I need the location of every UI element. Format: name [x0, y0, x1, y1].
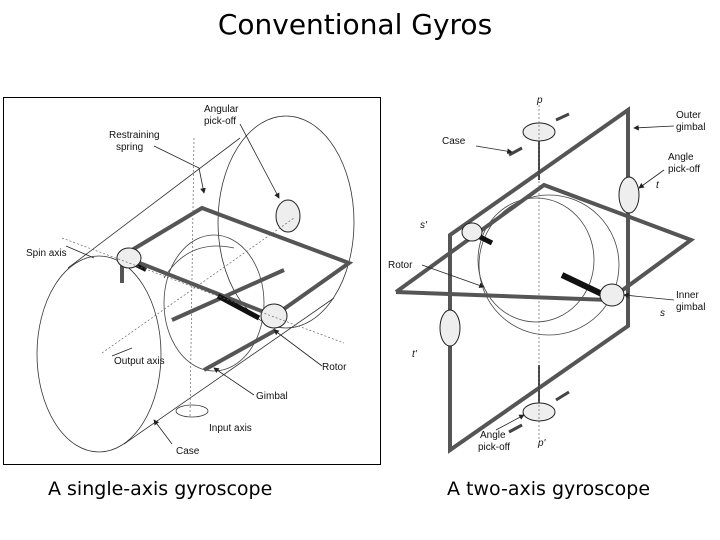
spin-shaft	[216, 293, 261, 321]
label-spin-axis: Spin axis	[26, 248, 67, 259]
axes-dashed	[61, 137, 345, 417]
two-axis-gyro-diagram: p Case Outer gimbal Angle pick-off t s' …	[384, 90, 714, 462]
label-output-axis: Output axis	[114, 356, 165, 367]
label-gimbal: Gimbal	[256, 391, 288, 402]
label-case: Case	[176, 446, 200, 457]
label-outer-gimbal-2: gimbal	[676, 122, 705, 133]
label-restraining-spring-1: Restraining	[109, 130, 160, 141]
label-rotor: Rotor	[388, 260, 413, 271]
spin-shaft	[560, 272, 606, 298]
label-rotor: Rotor	[322, 362, 347, 373]
label-angular-pickoff-2: pick-off	[204, 116, 236, 127]
gimbal-frame	[117, 205, 354, 372]
leader-lines	[65, 123, 323, 445]
label-angle-pickoff-top-2: pick-off	[668, 164, 700, 175]
label-t-prime: t'	[412, 349, 418, 360]
label-restraining-spring-2: spring	[116, 142, 143, 153]
label-angular-pickoff-1: Angular	[204, 104, 239, 115]
outer-gimbal	[448, 106, 630, 454]
label-outer-gimbal-1: Outer	[676, 110, 702, 121]
label-s-prime: s'	[420, 220, 428, 231]
label-case: Case	[442, 136, 466, 147]
label-inner-gimbal-2: gimbal	[676, 302, 705, 313]
label-angle-pickoff-bottom-1: Angle	[480, 430, 506, 441]
leader-lines	[421, 124, 675, 431]
label-s: s	[660, 308, 665, 319]
input-axis-ring	[175, 404, 209, 418]
rotor-body	[477, 194, 620, 336]
bearings	[116, 199, 301, 329]
label-p: p	[536, 95, 543, 106]
slide-title: Conventional Gyros	[217, 8, 493, 41]
label-angle-pickoff-top-1: Angle	[668, 152, 694, 163]
two-axis-gyro-drawing: p Case Outer gimbal Angle pick-off t s' …	[388, 95, 705, 454]
caption-single-axis: A single-axis gyroscope	[48, 478, 273, 500]
label-input-axis: Input axis	[209, 423, 252, 434]
label-angle-pickoff-bottom-2: pick-off	[478, 442, 510, 453]
inner-gimbal	[394, 182, 696, 303]
single-axis-gyro-drawing: Angular pick-off Restraining spring Spin…	[26, 104, 355, 457]
caption-two-axis: A two-axis gyroscope	[447, 478, 651, 500]
label-p-prime: p'	[537, 438, 547, 449]
label-t: t	[656, 180, 660, 191]
single-axis-gyro-diagram: Angular pick-off Restraining spring Spin…	[3, 97, 381, 465]
label-inner-gimbal-1: Inner	[676, 290, 699, 301]
